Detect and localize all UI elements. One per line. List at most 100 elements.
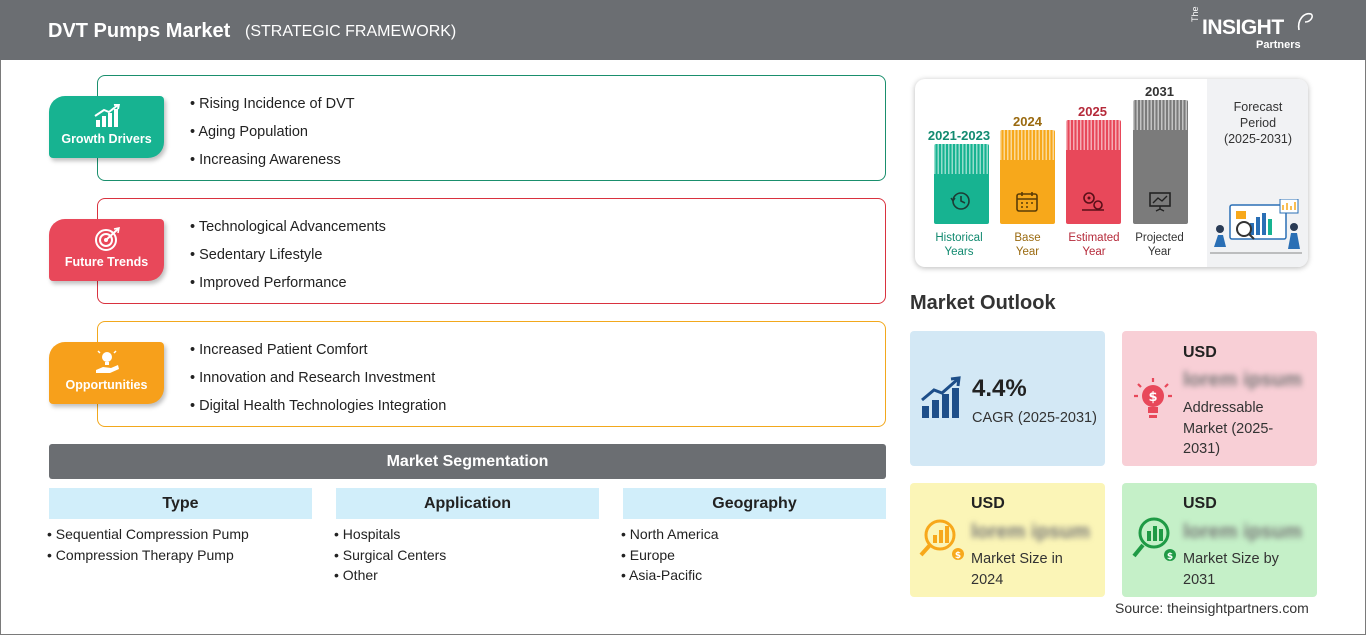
list-item: Europe: [621, 546, 719, 567]
historical-years-caption: Historical Years: [920, 231, 998, 259]
size-2031-currency: USD: [1183, 495, 1217, 512]
historical-years-bar: [934, 144, 989, 224]
page-subtitle: (STRATEGIC FRAMEWORK): [245, 23, 457, 40]
insight-partners-logo[interactable]: The INSIGHT Partners: [1190, 6, 1320, 54]
growth-drivers-list: Rising Incidence of DVT Aging Population…: [190, 95, 355, 179]
market-outlook-title: Market Outlook: [910, 292, 1056, 314]
estimated-year-caption: Estimated Year: [1060, 231, 1128, 259]
opportunities-list: Increased Patient Comfort Innovation and…: [190, 341, 446, 425]
size-2024-currency: USD: [971, 495, 1005, 512]
size-2031-value: lorem ipsum: [1183, 521, 1302, 543]
period-year-label: 2025: [1078, 104, 1107, 119]
header: DVT Pumps Market (STRATEGIC FRAMEWORK) T…: [0, 0, 1366, 60]
list-item: Sequential Compression Pump: [47, 525, 249, 546]
opportunities-label: Opportunities: [65, 378, 148, 392]
cagr-value: 4.4%: [972, 375, 1027, 402]
caption-line: Year: [1082, 246, 1106, 258]
estimated-year-bar: [1066, 120, 1121, 224]
caption-line: Years: [944, 246, 974, 258]
size-2024-value: lorem ipsum: [971, 521, 1090, 543]
svg-text:$: $: [1148, 390, 1157, 405]
bar-stripe: [1000, 130, 1055, 160]
opportunities-tag: Opportunities: [49, 342, 164, 404]
addressable-market-card: $ USD lorem ipsum Addressable Market (20…: [1122, 331, 1317, 466]
size-2031-label: Market Size by 2031: [1183, 551, 1279, 588]
caption-line: Base: [1014, 232, 1041, 244]
logo-swoosh-icon: [1297, 12, 1313, 31]
logo-partners: Partners: [1256, 39, 1301, 51]
list-item: Increasing Awareness: [190, 151, 355, 179]
projected-year-bar: [1133, 100, 1188, 224]
caption-line: Historical: [935, 232, 983, 244]
list-item: Innovation and Research Investment: [190, 369, 446, 397]
size-2024-label: Market Size in 2024: [971, 551, 1063, 588]
future-trends-list: Technological Advancements Sedentary Lif…: [190, 218, 386, 302]
cagr-card: 4.4% CAGR (2025-2031): [910, 331, 1105, 466]
addressable-currency: USD: [1183, 344, 1217, 361]
segment-geography-header: Geography: [623, 488, 886, 519]
list-item: Surgical Centers: [334, 546, 447, 567]
caption-line: Projected: [1135, 232, 1184, 244]
bar-stripe: [934, 144, 989, 174]
cagr-label: CAGR (2025-2031): [972, 410, 1097, 426]
base-year-bar: [1000, 130, 1055, 224]
period-year-label: 2024: [1013, 114, 1042, 129]
list-item: Aging Population: [190, 123, 355, 151]
svg-text:$: $: [1167, 552, 1173, 562]
future-trends-tag: Future Trends: [49, 219, 164, 281]
addressable-label: Addressable Market (2025-2031): [1183, 400, 1274, 457]
money-tree-icon: $: [1132, 517, 1176, 562]
timeline-card: 2021-2023 Historical Years 2024 Base Yea…: [915, 79, 1308, 267]
list-item: Other: [334, 566, 446, 587]
idea-bulb-icon: $: [1134, 378, 1172, 418]
forecast-line: (2025-2031): [1223, 132, 1293, 146]
projected-year-caption: Projected Year: [1127, 231, 1192, 259]
growth-chart-icon: [921, 376, 961, 418]
growth-drivers-tag: Growth Drivers: [49, 96, 164, 158]
segment-application-list: Hospitals Surgical Centers Other: [334, 525, 447, 587]
logo-insight: INSIGHT: [1202, 16, 1284, 39]
list-item: Digital Health Technologies Integration: [190, 397, 446, 425]
list-item: Hospitals: [334, 525, 446, 546]
presentation-icon: [1149, 192, 1171, 212]
list-item: Asia-Pacific: [621, 566, 719, 587]
market-size-2024-card: $ USD lorem ipsum Market Size in 2024: [910, 483, 1105, 597]
segment-type-header: Type: [49, 488, 312, 519]
gears-icon: [1082, 192, 1104, 211]
clock-icon: [950, 192, 970, 210]
list-item: Technological Advancements: [190, 218, 386, 246]
segment-application-header: Application: [336, 488, 599, 519]
bar-stripe: [1066, 120, 1121, 150]
list-item: Compression Therapy Pump: [47, 546, 249, 567]
list-item: Rising Incidence of DVT: [190, 95, 355, 123]
forecast-line: Period: [1239, 116, 1277, 130]
logo-the: The: [1190, 6, 1200, 22]
caption-line: Year: [1015, 246, 1040, 258]
forecast-line: Forecast: [1233, 100, 1283, 114]
segment-type-list: Sequential Compression Pump Compression …: [47, 525, 249, 566]
list-item: Improved Performance: [190, 274, 386, 302]
list-item: North America: [621, 525, 719, 546]
target-icon: [94, 227, 120, 251]
lightbulb-hand-icon: [95, 350, 119, 373]
future-trends-label: Future Trends: [64, 255, 149, 269]
growth-drivers-label: Growth Drivers: [61, 132, 152, 146]
segment-geography-list: North America Europe Asia-Pacific: [621, 525, 719, 587]
list-item: Increased Patient Comfort: [190, 341, 446, 369]
list-item: Sedentary Lifestyle: [190, 246, 386, 274]
period-year-label: 2021-2023: [927, 128, 991, 143]
market-size-2031-card: $ USD lorem ipsum Market Size by 2031: [1122, 483, 1317, 597]
page-title: DVT Pumps Market: [48, 20, 231, 42]
addressable-value: lorem ipsum: [1183, 369, 1302, 391]
period-year-label: 2031: [1145, 84, 1174, 99]
base-year-caption: Base Year: [999, 231, 1056, 259]
analytics-people-icon: [1210, 199, 1302, 254]
money-search-icon: $: [919, 519, 964, 561]
chart-up-icon: [93, 104, 120, 127]
source-link[interactable]: Source: theinsightpartners.com: [1115, 600, 1309, 616]
caption-line: Year: [1147, 246, 1172, 258]
bar-stripe: [1133, 100, 1188, 130]
calendar-icon: [1016, 192, 1038, 212]
market-segmentation-bar: Market Segmentation: [49, 444, 886, 479]
caption-line: Estimated: [1068, 232, 1120, 244]
